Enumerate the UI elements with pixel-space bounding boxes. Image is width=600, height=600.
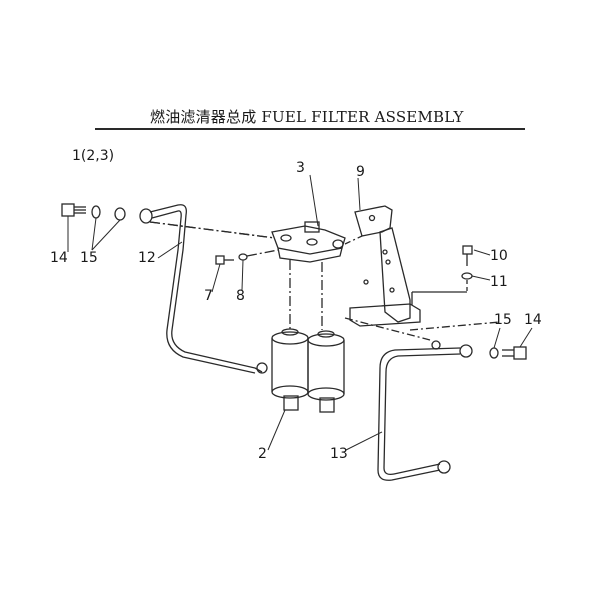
- callout-8: 8: [236, 288, 245, 304]
- title-underline: [95, 128, 525, 130]
- callout-13: 13: [330, 446, 348, 462]
- washer-11: [461, 272, 473, 280]
- banjo-fitting-13: [459, 344, 473, 358]
- filter-head-3: [271, 221, 346, 263]
- callout-14-right: 14: [524, 312, 542, 328]
- callout-14-left: 14: [50, 250, 68, 266]
- washer-15-right: [489, 347, 499, 359]
- callout-9: 9: [356, 164, 365, 180]
- fuel-pipe-13: [377, 347, 461, 481]
- page-title: 燃油滤清器总成 FUEL FILTER ASSEMBLY: [150, 108, 464, 126]
- callout-7: 7: [204, 288, 213, 304]
- banjo-fitting-12: [139, 208, 153, 224]
- callout-3: 3: [296, 160, 305, 176]
- callout-10: 10: [490, 248, 508, 264]
- banjo-bolt-14-left: [61, 203, 86, 217]
- callout-2: 2: [258, 446, 267, 462]
- banjo-bolt-14-right: [502, 346, 527, 360]
- callout-15-right: 15: [494, 312, 512, 328]
- washer-15-right-a: [431, 340, 441, 350]
- fuel-pipe-12: [149, 204, 263, 373]
- callout-12: 12: [138, 250, 156, 266]
- fuel-filter-element-2: [271, 328, 345, 413]
- callout-15-left: 15: [80, 250, 98, 266]
- bolt-7: [215, 255, 234, 265]
- washer-15-left: [91, 205, 101, 219]
- mounting-bracket-9: [349, 205, 421, 327]
- bolt-10: [462, 245, 473, 266]
- title-bar: 燃油滤清器总成 FUEL FILTER ASSEMBLY: [0, 104, 600, 132]
- pipe-13-end-fitting: [437, 460, 451, 474]
- washer-15-left-2: [114, 207, 126, 221]
- pipe-12-end-fitting: [256, 362, 268, 374]
- callout-11: 11: [490, 274, 508, 290]
- washer-8: [238, 253, 248, 261]
- header-label: 1(2,3): [72, 148, 115, 164]
